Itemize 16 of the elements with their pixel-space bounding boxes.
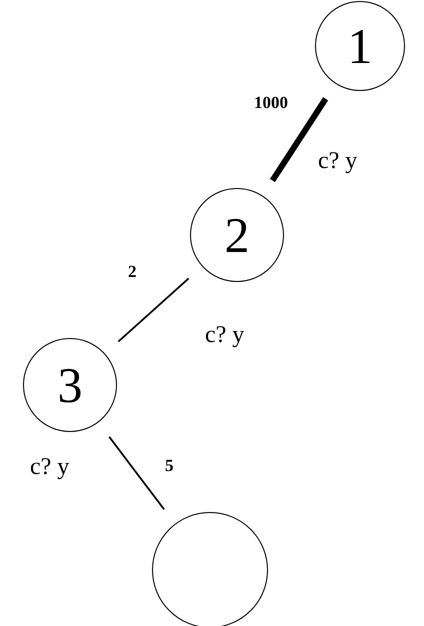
node-annotation: c? y: [205, 322, 244, 349]
edge-label: 5: [165, 456, 174, 476]
edge-label: 1000: [254, 93, 288, 113]
connector-line: [118, 278, 190, 342]
node-number: 1: [348, 21, 372, 71]
node-annotation: c? y: [318, 148, 358, 175]
node-circle: [315, 1, 405, 91]
node-number: 3: [58, 360, 82, 410]
node-circle: [190, 188, 284, 282]
node-circle: [152, 512, 268, 626]
node-annotation: c? y: [30, 454, 70, 481]
connector-line: [270, 97, 328, 182]
node-number: 2: [224, 210, 250, 260]
node-circle: [23, 338, 117, 432]
connector-line: [108, 436, 165, 510]
edge-label: 2: [128, 262, 136, 282]
